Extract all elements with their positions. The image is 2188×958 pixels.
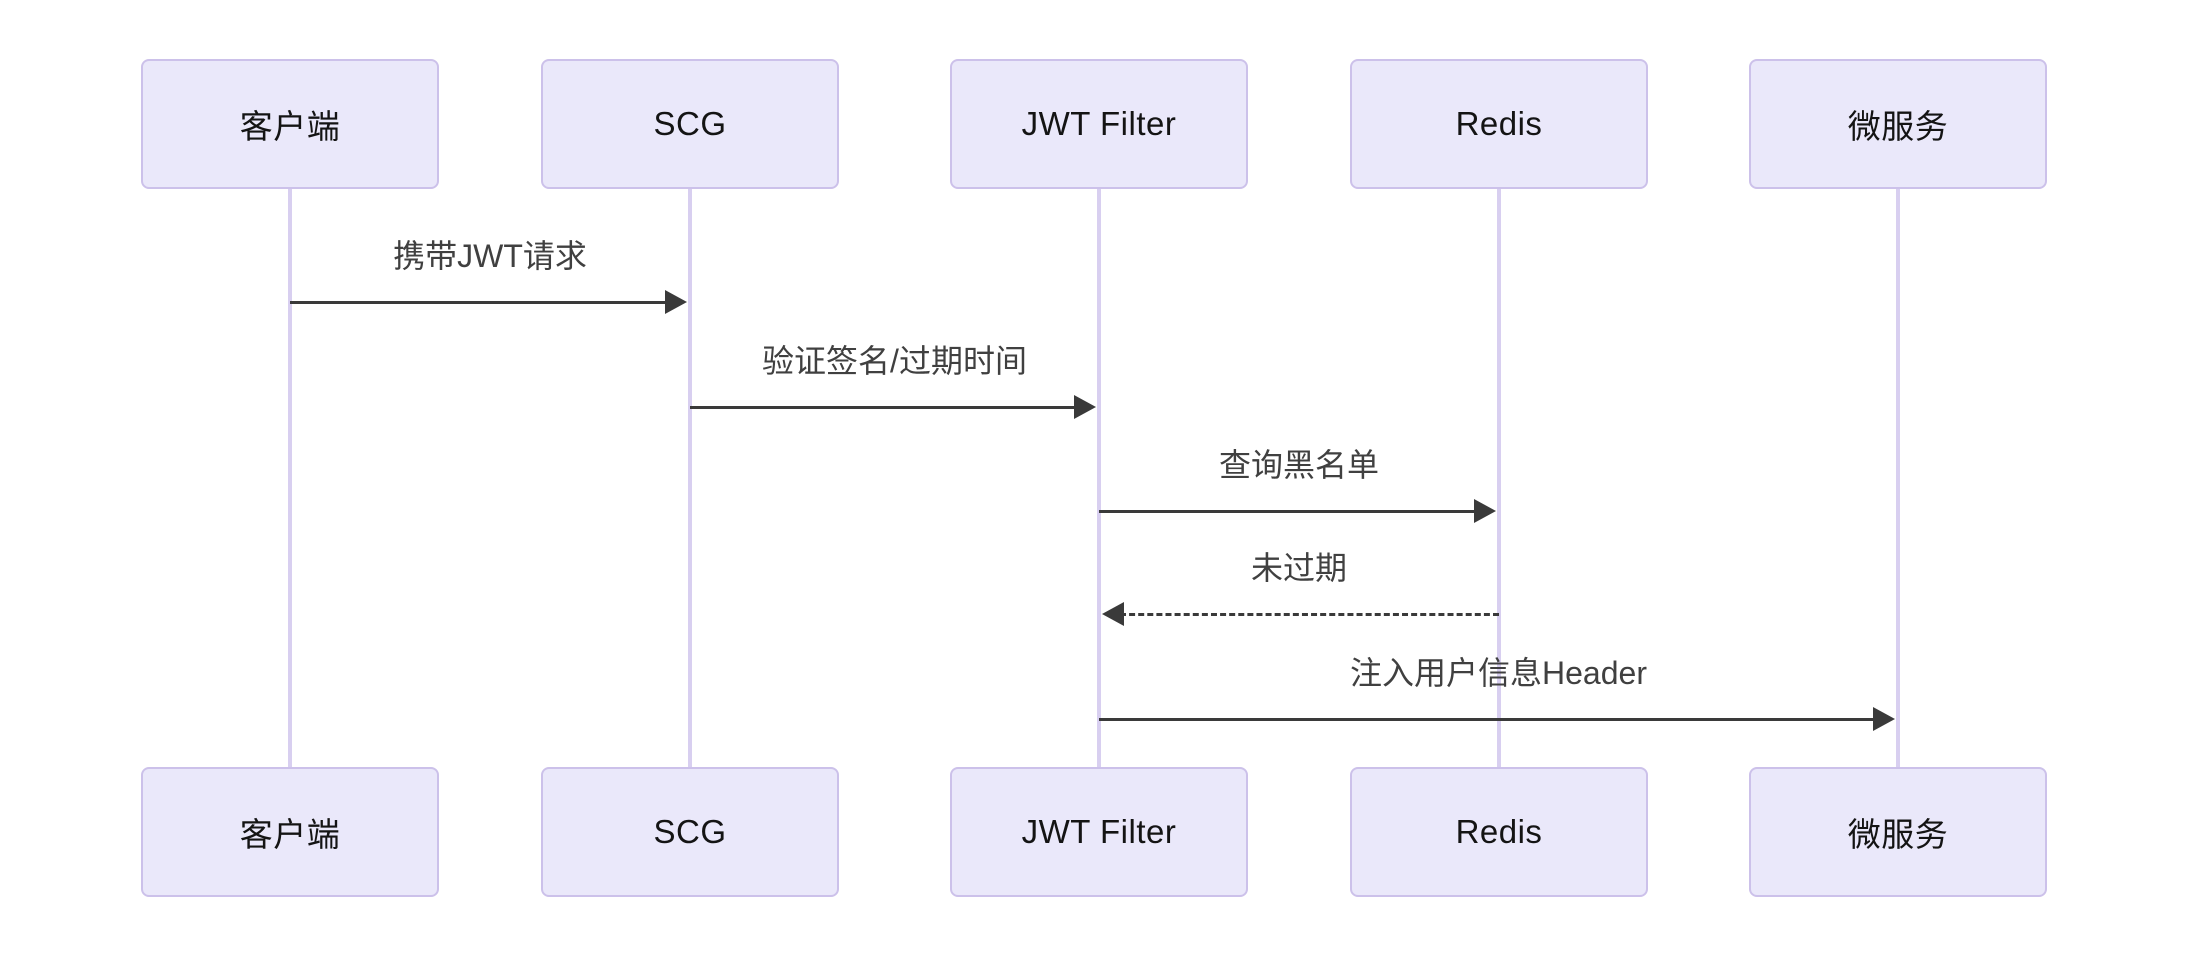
arrow-left-icon: [1102, 602, 1124, 626]
message-1-label: 携带JWT请求: [393, 238, 587, 274]
lifeline-microservice: [1896, 189, 1900, 767]
actor-label: Redis: [1455, 813, 1543, 850]
message-3-label: 查询黑名单: [1218, 447, 1379, 483]
actor-label: JWT Filter: [1021, 813, 1177, 850]
lifeline-client: [288, 189, 292, 767]
lifeline-scg: [688, 189, 692, 767]
lifeline-redis: [1497, 189, 1501, 767]
actor-label: 客户端: [239, 108, 341, 145]
message-5-line: [1099, 717, 1877, 721]
arrow-right-icon: [1873, 707, 1895, 731]
actor-bottom-client: 客户端: [141, 767, 439, 897]
message-5-label: 注入用户信息Header: [1350, 655, 1647, 691]
actor-top-redis: Redis: [1350, 59, 1648, 189]
actor-bottom-microservice: 微服务: [1749, 767, 2047, 897]
arrow-right-icon: [1474, 499, 1496, 523]
actor-label: JWT Filter: [1021, 105, 1177, 142]
actor-top-client: 客户端: [141, 59, 439, 189]
arrow-right-icon: [1074, 395, 1096, 419]
actor-label: 客户端: [239, 816, 341, 853]
actor-top-scg: SCG: [541, 59, 839, 189]
message-4-label: 未过期: [1250, 550, 1347, 586]
actor-bottom-redis: Redis: [1350, 767, 1648, 897]
actor-bottom-scg: SCG: [541, 767, 839, 897]
message-2-line: [690, 405, 1078, 409]
message-4-line: [1120, 612, 1499, 616]
actor-bottom-jwt-filter: JWT Filter: [950, 767, 1248, 897]
message-1-line: [290, 300, 669, 304]
actor-top-microservice: 微服务: [1749, 59, 2047, 189]
actor-label: Redis: [1455, 105, 1543, 142]
message-2-label: 验证签名/过期时间: [762, 343, 1027, 379]
actor-label: SCG: [653, 813, 727, 850]
message-3-line: [1099, 509, 1478, 513]
lifeline-jwt-filter: [1097, 189, 1101, 767]
actor-label: SCG: [653, 105, 727, 142]
actor-label: 微服务: [1847, 816, 1949, 853]
actor-label: 微服务: [1847, 108, 1949, 145]
actor-top-jwt-filter: JWT Filter: [950, 59, 1248, 189]
arrow-right-icon: [665, 290, 687, 314]
